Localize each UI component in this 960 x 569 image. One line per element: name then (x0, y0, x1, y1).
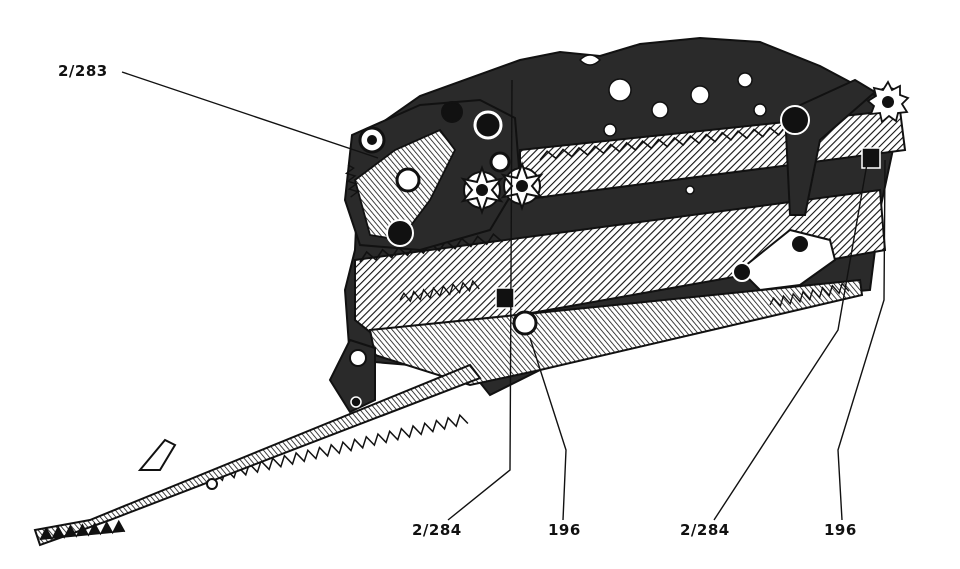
stop-roller-left (512, 310, 538, 336)
star-wheel-left (460, 165, 504, 215)
star-wheel-right (500, 161, 544, 211)
right-spring (769, 282, 850, 308)
small-pivot (489, 151, 511, 173)
callout-2-284-left: 2/284 (412, 521, 462, 539)
upper-rack-teeth (539, 121, 827, 161)
callout-196-left: 196 (548, 521, 581, 539)
callout-2-283: 2/283 (58, 62, 108, 80)
left-connecting-pivot (349, 349, 367, 367)
callout-2-284-right: 2/284 (680, 521, 730, 539)
right-gear (866, 80, 910, 124)
operating-rod-teeth (39, 519, 126, 541)
right-linkage-pivot (732, 262, 752, 282)
rod-hook (137, 438, 177, 471)
left-pivots (358, 101, 503, 247)
rod-end-pin (206, 478, 218, 490)
operating-rod (33, 363, 482, 547)
callout-196-right: 196 (824, 521, 857, 539)
left-spring (344, 164, 360, 198)
right-linkage-hole (792, 236, 808, 252)
right-crank-hub (780, 105, 810, 135)
left-connecting-pin (350, 396, 362, 408)
right-linkage (738, 228, 837, 292)
stop-block-left (495, 287, 515, 309)
leader-lines (121, 71, 886, 521)
middle-spring (399, 279, 480, 303)
stop-block-right (861, 147, 881, 169)
